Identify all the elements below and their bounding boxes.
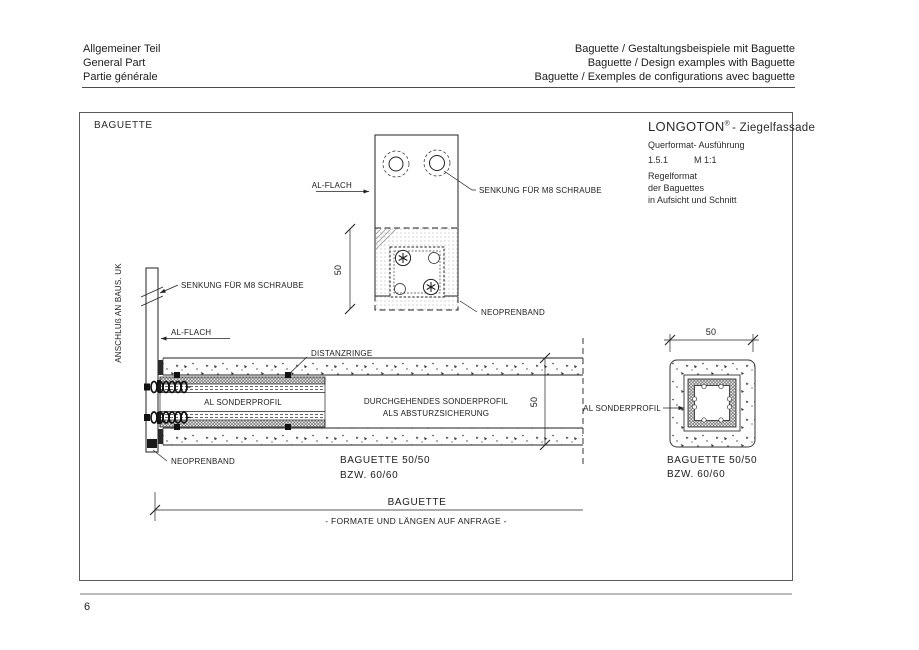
- label-durchgehend-line2: ALS ABSTURZSICHERUNG: [383, 409, 489, 418]
- label-anschluss: ANSCHLUß AN BAUS. UK: [114, 263, 123, 363]
- leader-neoprenband-section: [152, 449, 168, 462]
- profile-cutout: [394, 283, 406, 295]
- title-description: Regelformat der Baguettes in Aufsicht un…: [648, 170, 790, 206]
- product-name: - Ziegelfassade: [732, 122, 816, 134]
- section-view: ANSCHLUß AN BAUS. UK SENKUNG FÜR M8 SCHR…: [114, 263, 584, 481]
- distance-rings: [174, 372, 291, 430]
- drawing-frame: [79, 112, 793, 581]
- header-right-line2: Baguette / Design examples with Baguette: [587, 57, 795, 69]
- title-ref-scale: 1.5.1 M 1:1: [648, 155, 790, 165]
- header-left-line1: Allgemeiner Teil: [83, 43, 161, 55]
- sheet-scale: M 1:1: [694, 155, 717, 165]
- label-al-flach-plan: AL-FLACH: [312, 181, 352, 190]
- label-bottom-note: - FORMATE UND LÄNGEN AUF ANFRAGE -: [325, 516, 506, 526]
- header-right-line3: Baguette / Exemples de configurations av…: [534, 71, 795, 83]
- countersunk-hole-right: [423, 149, 451, 177]
- dimension-50-cross: 50: [664, 327, 759, 352]
- title-variant: Querformat- Ausführung: [648, 140, 745, 150]
- label-bottom-baguette: BAGUETTE: [388, 497, 447, 508]
- title-desc-line1: Regelformat: [648, 171, 698, 181]
- screw-head-icon: [422, 278, 440, 296]
- dim-value: 50: [706, 327, 716, 337]
- profile-notches: [691, 383, 733, 423]
- break-mark: [140, 286, 164, 298]
- registered-mark: ®: [724, 120, 731, 128]
- corner-hatch: [376, 229, 399, 252]
- title-desc-line3: in Aufsicht und Schnitt: [648, 195, 737, 205]
- dim-value: 50: [529, 397, 539, 407]
- profile-cutout: [428, 252, 440, 264]
- technical-drawing: 50 AL-FLACH SENKUNG FÜR M8 SCHRAUBE NEOP…: [114, 134, 759, 526]
- baguette-shell-bottom: [162, 427, 583, 446]
- break-mark: [140, 295, 164, 307]
- brand-name: LONGOTON: [648, 119, 725, 134]
- al-sonderprofil-section: AL SONDERPROFIL: [159, 376, 326, 428]
- al-flach-plate-section: [145, 267, 159, 453]
- label-durchgehend-line1: DURCHGEHENDES SONDERPROFIL: [364, 397, 509, 406]
- sheet-ref: 1.5.1: [648, 155, 669, 165]
- label-al-flach-section: AL-FLACH: [171, 328, 211, 337]
- baguette-shell-top: [162, 357, 583, 376]
- bottom-dimension: BAGUETTE - FORMATE UND LÄNGEN AUF ANFRAG…: [149, 492, 583, 526]
- header-left-line2: General Part: [83, 57, 146, 69]
- header-left-line3: Partie générale: [83, 71, 158, 83]
- header-right: Baguette / Gestaltungsbeispiele mit Bagu…: [534, 42, 795, 84]
- leader-neoprenband-plan: [459, 300, 478, 313]
- label-al-sonderprofil-cross: AL SONDERPROFIL: [583, 404, 661, 413]
- label-baguette-size-2: BZW. 60/60: [340, 470, 398, 481]
- dimension-50-plan: 50: [333, 223, 356, 315]
- label-senkung-plan: SENKUNG FÜR M8 SCHRAUBE: [479, 186, 602, 195]
- label-baguette-size-1: BAGUETTE 50/50: [340, 455, 430, 466]
- title-block: LONGOTON®- Ziegelfassade Querformat- Aus…: [648, 119, 815, 206]
- dimension-50-section: 50: [529, 352, 551, 451]
- title-desc-line2: der Baguettes: [648, 183, 705, 193]
- drawing-frame-label: BAGUETTE: [94, 120, 153, 131]
- header-left: Allgemeiner Teil General Part Partie gén…: [83, 42, 160, 84]
- footer-divider: [80, 593, 792, 595]
- header-right-line1: Baguette / Gestaltungsbeispiele mit Bagu…: [574, 43, 795, 55]
- label-neoprenband-section: NEOPRENBAND: [171, 457, 235, 466]
- neoprene-band-block: [147, 439, 157, 448]
- leader-senkung-section: [159, 284, 179, 294]
- label-al-sonderprofil-section: AL SONDERPROFIL: [204, 398, 282, 407]
- plan-view: 50 AL-FLACH SENKUNG FÜR M8 SCHRAUBE NEOP…: [312, 134, 602, 317]
- page-number: 6: [84, 601, 91, 613]
- label-baguette-size-cross-1: BAGUETTE 50/50: [667, 455, 757, 466]
- screw-head-icon: [394, 249, 412, 267]
- title-brand-line: LONGOTON®- Ziegelfassade: [648, 119, 815, 134]
- header-divider: [82, 87, 795, 88]
- label-baguette-size-cross-2: BZW. 60/60: [667, 469, 725, 480]
- countersunk-hole-left: [382, 150, 410, 178]
- cross-section: 50 AL SONDERPROFIL BAGUETTE 50/50 BZW. 6…: [583, 327, 759, 480]
- label-neoprenband-plan: NEOPRENBAND: [481, 308, 545, 317]
- dim-value: 50: [333, 265, 343, 275]
- neoprene-pads: [147, 360, 163, 448]
- leader-distanzringe: [288, 356, 308, 375]
- label-senkung-section: SENKUNG FÜR M8 SCHRAUBE: [181, 281, 304, 290]
- label-distanzringe: DISTANZRINGE: [311, 349, 372, 358]
- leader-senkung-plan: [443, 170, 476, 191]
